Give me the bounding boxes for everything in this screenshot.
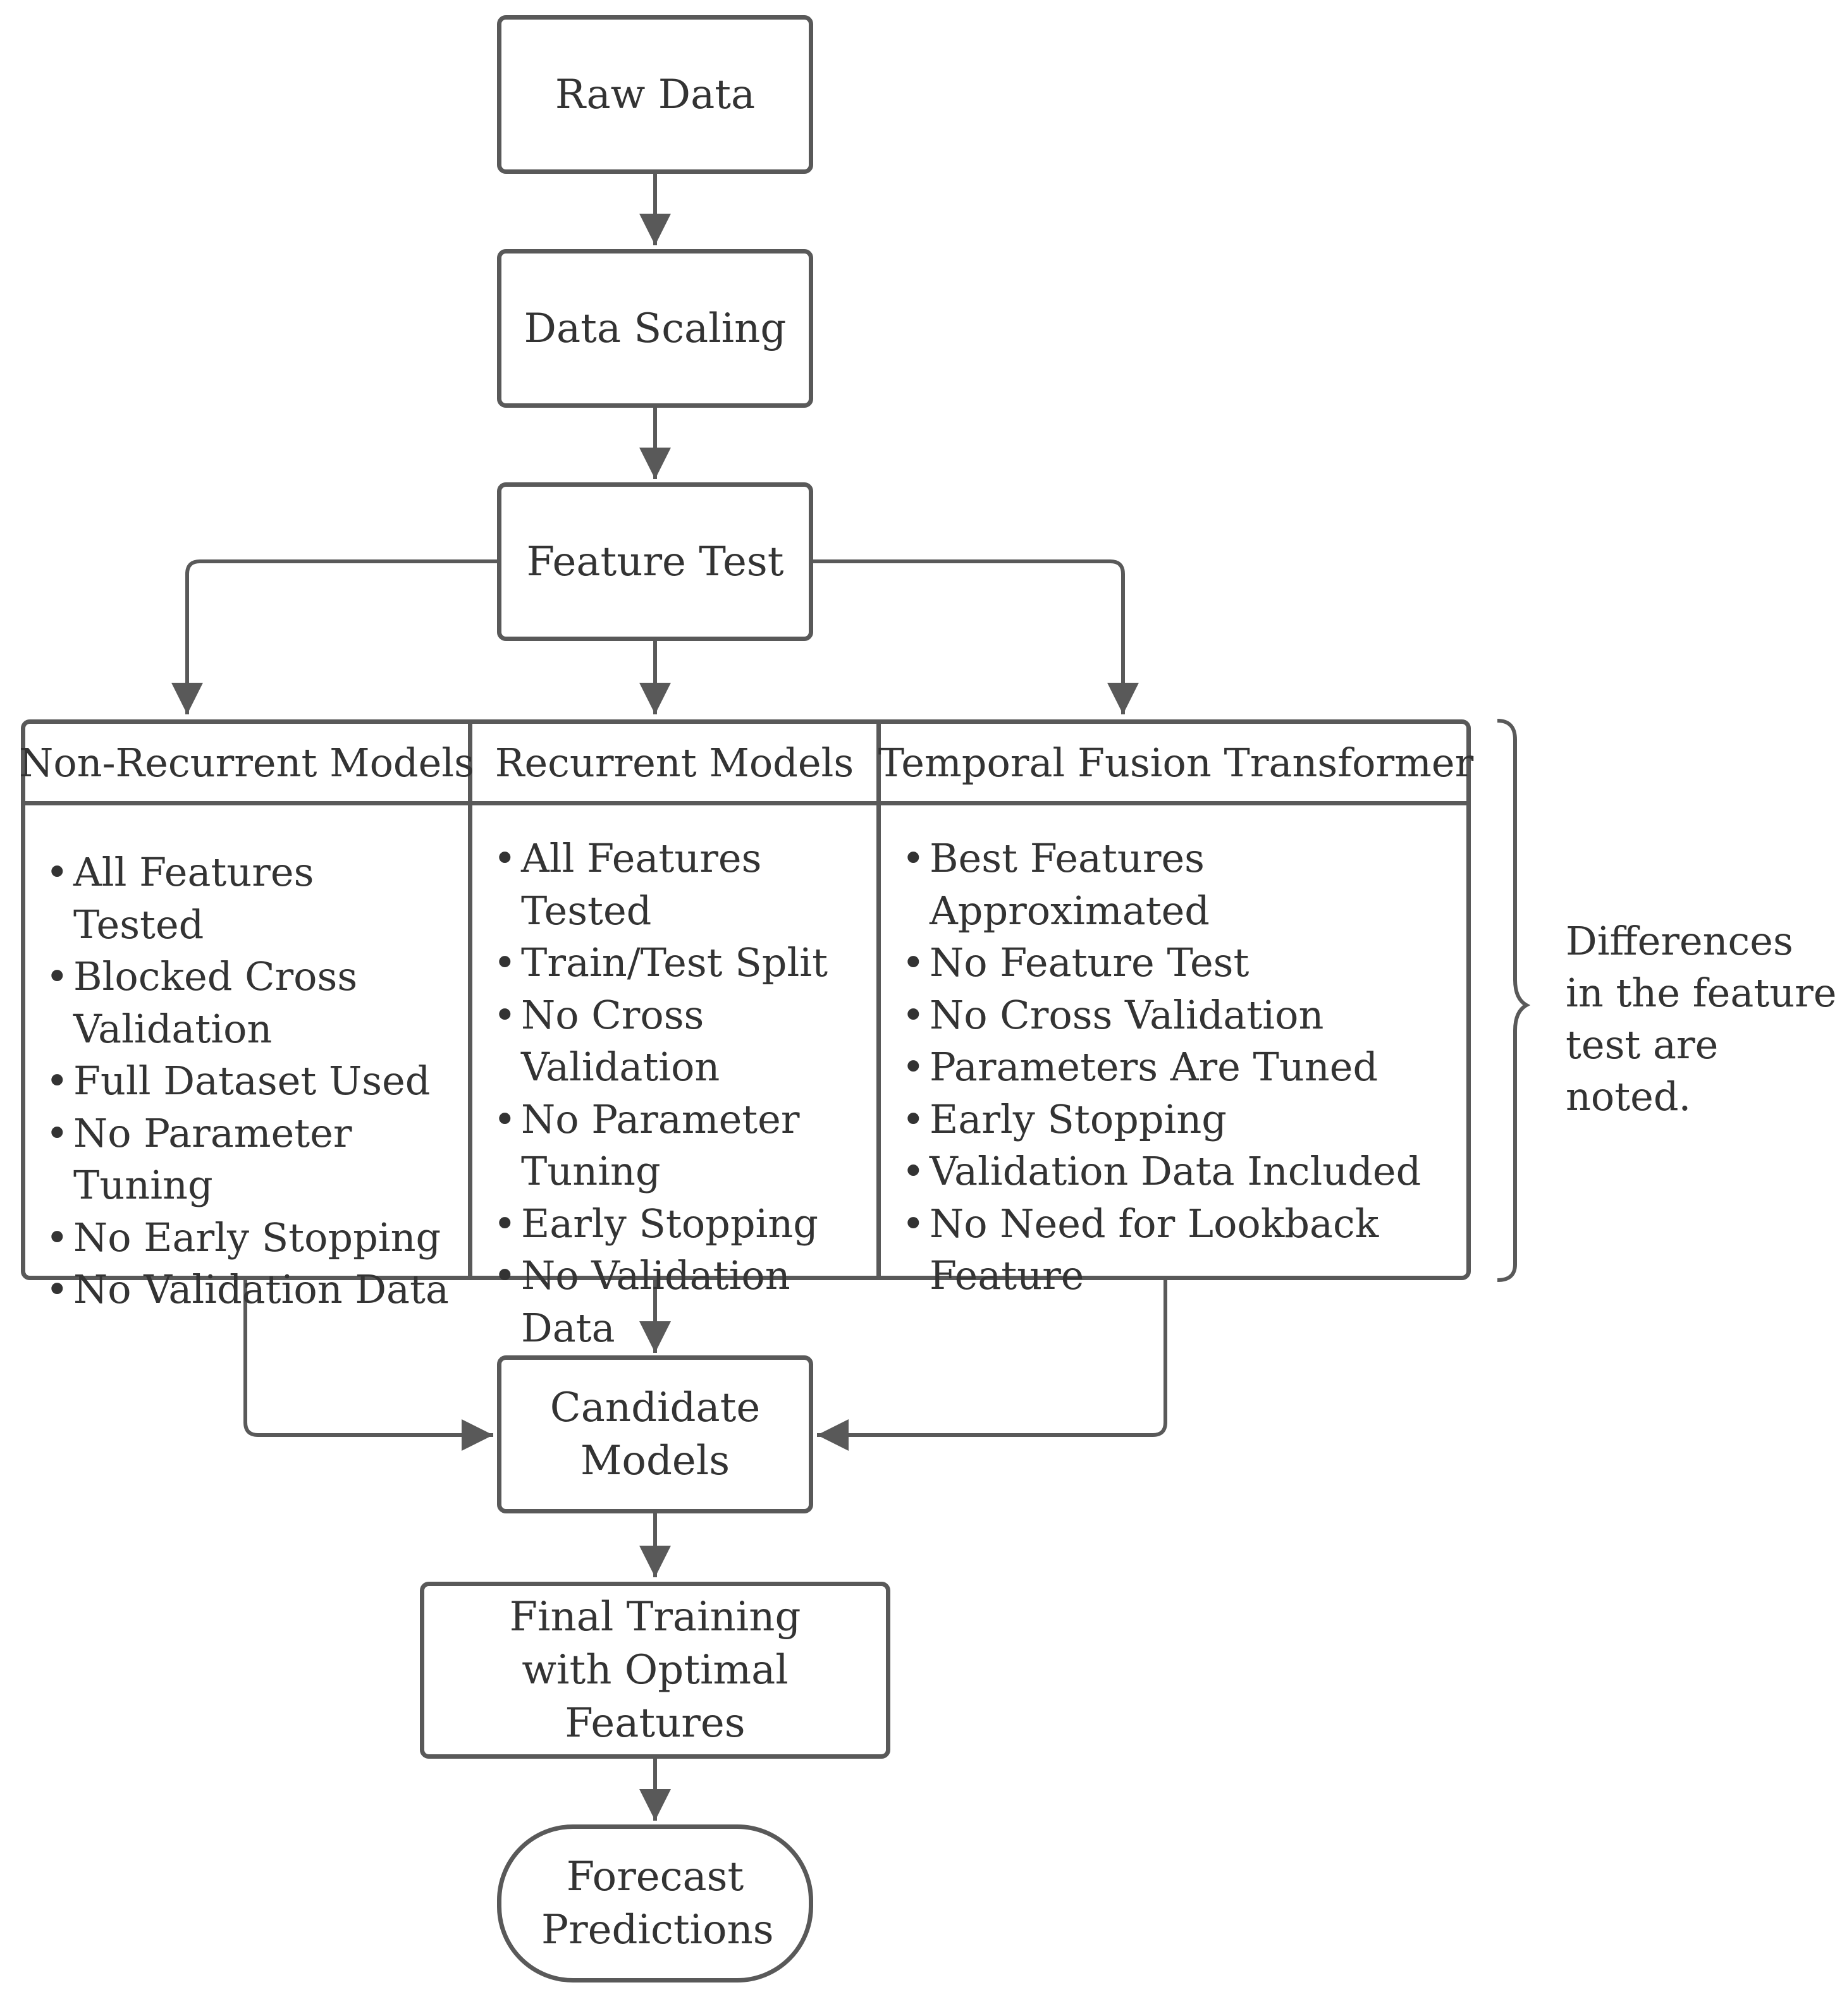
column-divider-1 — [468, 724, 472, 1276]
list-item: All Features Tested — [493, 833, 869, 937]
data-scaling-label: Data Scaling — [524, 305, 787, 352]
list-item: Early Stopping — [493, 1198, 869, 1250]
list-item: Validation Data Included — [902, 1145, 1458, 1198]
list-item: Best Features Approximated — [902, 833, 1458, 937]
model-groups-table: Non-Recurrent Models Recurrent Models Te… — [19, 719, 1474, 1351]
list-item: No Parameter Tuning — [46, 1108, 450, 1212]
recurrent-models-list: All Features Tested Train/Test Split No … — [493, 833, 869, 1354]
list-item: No Validation Data — [493, 1250, 869, 1354]
list-item: No Need for Lookback Feature — [902, 1198, 1458, 1302]
list-item: Parameters Are Tuned — [902, 1041, 1458, 1094]
list-item: No Cross Validation — [493, 989, 869, 1094]
data-scaling-box: Data Scaling — [497, 249, 813, 408]
nonrecurrent-models-list: All Features Tested Blocked Cross Valida… — [46, 846, 450, 1316]
column-divider-2 — [876, 724, 881, 1276]
list-item: Blocked Cross Validation — [46, 951, 450, 1055]
list-item: No Early Stopping — [46, 1212, 450, 1264]
feature-test-label: Feature Test — [526, 538, 784, 585]
forecast-predictions-label: Forecast Predictions — [541, 1854, 774, 1953]
list-item: All Features Tested — [46, 846, 450, 951]
feature-test-box: Feature Test — [497, 482, 813, 641]
list-item: Full Dataset Used — [46, 1055, 450, 1108]
raw-data-box: Raw Data — [497, 15, 813, 174]
recurrent-models-header: Recurrent Models — [494, 739, 854, 786]
candidate-models-box: Candidate Models — [497, 1355, 813, 1513]
arrow-nonrecurrent-to-candidates — [243, 1280, 493, 1451]
final-training-label: Final Training with Optimal Features — [509, 1594, 801, 1747]
tft-header: Temporal Fusion Transformer — [878, 739, 1474, 786]
raw-data-label: Raw Data — [555, 71, 756, 118]
brace-note: Differences in the feature test are note… — [1566, 918, 1837, 1120]
list-item: No Cross Validation — [902, 989, 1458, 1042]
forecast-predictions-terminal: Forecast Predictions — [497, 1824, 813, 1982]
final-training-box: Final Training with Optimal Features — [420, 1582, 890, 1759]
list-item: No Parameter Tuning — [493, 1094, 869, 1198]
list-item: No Feature Test — [902, 937, 1458, 989]
arrow-tft-to-candidates — [817, 1280, 1167, 1451]
curly-brace — [1497, 719, 1531, 1282]
arrow-feature-test-to-nonrecurrent — [171, 559, 497, 714]
list-item: No Validation Data — [46, 1264, 450, 1316]
arrow-feature-test-to-tft — [813, 559, 1139, 714]
nonrecurrent-models-header: Non-Recurrent Models — [19, 739, 474, 786]
header-divider — [25, 801, 1466, 805]
list-item: Early Stopping — [902, 1094, 1458, 1146]
tft-list: Best Features Approximated No Feature Te… — [902, 833, 1458, 1302]
candidate-models-label: Candidate Models — [550, 1384, 761, 1484]
list-item: Train/Test Split — [493, 937, 869, 989]
